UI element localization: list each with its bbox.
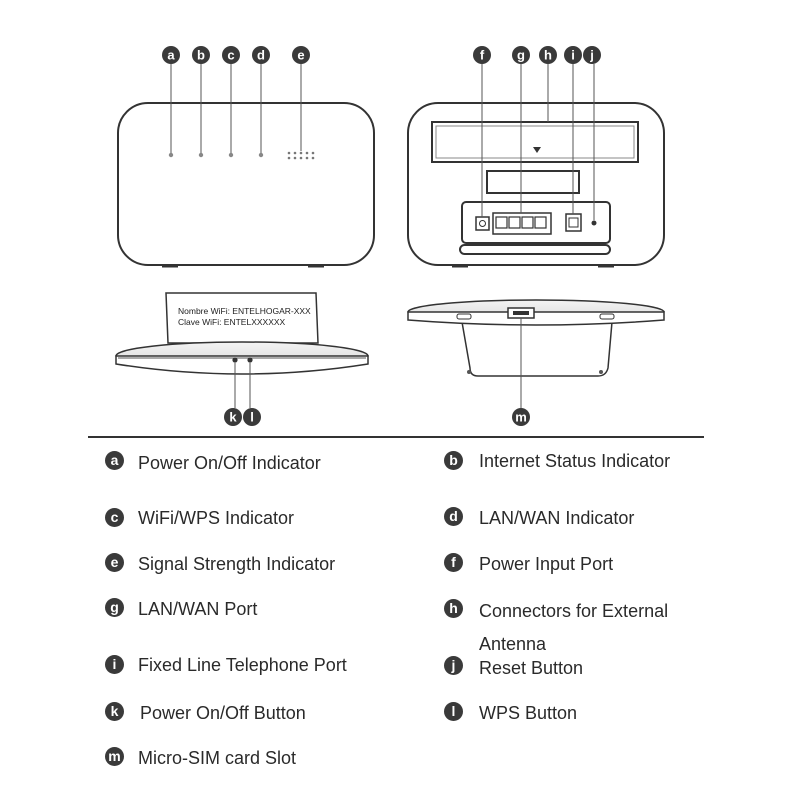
legend-a: Power On/Off Indicator: [138, 453, 321, 473]
callout-label-g: g: [517, 48, 525, 63]
callout-label-d: d: [257, 48, 265, 63]
callout-label-a: a: [167, 48, 175, 63]
legend-badge-b: b: [444, 451, 463, 470]
wps-button: [247, 357, 253, 363]
router-side-view-buttons: Nombre WiFi: ENTELHOGAR-XXX Clave WiFi: …: [115, 292, 369, 408]
callout-label-i: i: [571, 48, 575, 63]
callout-label-h: h: [544, 48, 552, 63]
callout-label-l: l: [250, 410, 254, 425]
reset-button: [591, 220, 597, 226]
callout-label-c: c: [227, 48, 234, 63]
card-wifi-name: Nombre WiFi: ENTELHOGAR-XXX: [178, 306, 311, 316]
callout-j: j: [583, 46, 601, 64]
wifi-info-card: Nombre WiFi: ENTELHOGAR-XXX Clave WiFi: …: [165, 292, 319, 344]
legend-badge-l: l: [444, 702, 463, 721]
legend-badge-k: k: [105, 702, 124, 721]
power-input-port: [475, 216, 490, 231]
callout-m: m: [512, 408, 530, 426]
legend-j: Reset Button: [479, 658, 584, 678]
callout-g: g: [512, 46, 530, 64]
callout-l: l: [243, 408, 261, 426]
callout-d: d: [252, 46, 270, 64]
callout-h: h: [539, 46, 557, 64]
callout-a: a: [162, 46, 180, 64]
legend-g: LAN/WAN Port: [138, 599, 258, 619]
callout-f: f: [473, 46, 491, 64]
callout-label-j: j: [589, 48, 594, 63]
signal-indicator: [287, 151, 315, 160]
wifi-indicator: [228, 152, 234, 158]
legend-m: Micro-SIM card Slot: [138, 748, 297, 768]
router-front-view: [117, 64, 375, 268]
legend-badge-m: m: [105, 747, 124, 766]
antenna-connector-panel: [431, 121, 639, 163]
label-slot: [486, 170, 580, 194]
legend-f: Power Input Port: [479, 554, 614, 574]
callout-k: k: [224, 408, 242, 426]
callout-b: b: [192, 46, 210, 64]
legend-l: WPS Button: [479, 703, 578, 723]
callout-i: i: [564, 46, 582, 64]
legend-badge-g: g: [105, 598, 124, 617]
legend-d: LAN/WAN Indicator: [479, 508, 635, 528]
power-button: [232, 357, 238, 363]
legend-e: Signal Strength Indicator: [138, 554, 336, 574]
legend-badge-a: a: [105, 451, 124, 470]
legend-badge-d: d: [444, 507, 463, 526]
legend-badge-c: c: [105, 508, 124, 527]
callout-label-b: b: [197, 48, 205, 63]
power-indicator: [168, 152, 174, 158]
separator-line: [88, 436, 704, 438]
router-back-view: [407, 64, 665, 268]
legend-badge-h: h: [444, 599, 463, 618]
lan-indicator: [258, 152, 264, 158]
legend-badge-f: f: [444, 553, 463, 572]
legend-badge-i: i: [105, 655, 124, 674]
lan-wan-ports: [492, 212, 552, 235]
legend-h-line2: Antenna: [479, 634, 547, 654]
callout-c: c: [222, 46, 240, 64]
callout-label-e: e: [297, 48, 304, 63]
legend-i: Fixed Line Telephone Port: [138, 655, 347, 675]
legend-badge-j: j: [444, 656, 463, 675]
router-side-view-sim: [407, 299, 665, 408]
legend-c: WiFi/WPS Indicator: [138, 508, 295, 528]
telephone-port: [565, 213, 582, 232]
callout-label-k: k: [229, 410, 237, 425]
legend-badge-e: e: [105, 553, 124, 572]
stand-slot: [459, 244, 611, 255]
legend-b: Internet Status Indicator: [479, 451, 671, 471]
callout-label-f: f: [480, 48, 485, 63]
callout-label-m: m: [515, 410, 527, 425]
callout-e: e: [292, 46, 310, 64]
legend-h-line1: Connectors for External: [479, 601, 669, 621]
internet-indicator: [198, 152, 204, 158]
legend-k: Power On/Off Button: [140, 703, 306, 723]
router-diagram: Nombre WiFi: ENTELHOGAR-XXX Clave WiFi: …: [115, 46, 665, 426]
card-wifi-password: Clave WiFi: ENTELXXXXXX: [178, 317, 286, 327]
